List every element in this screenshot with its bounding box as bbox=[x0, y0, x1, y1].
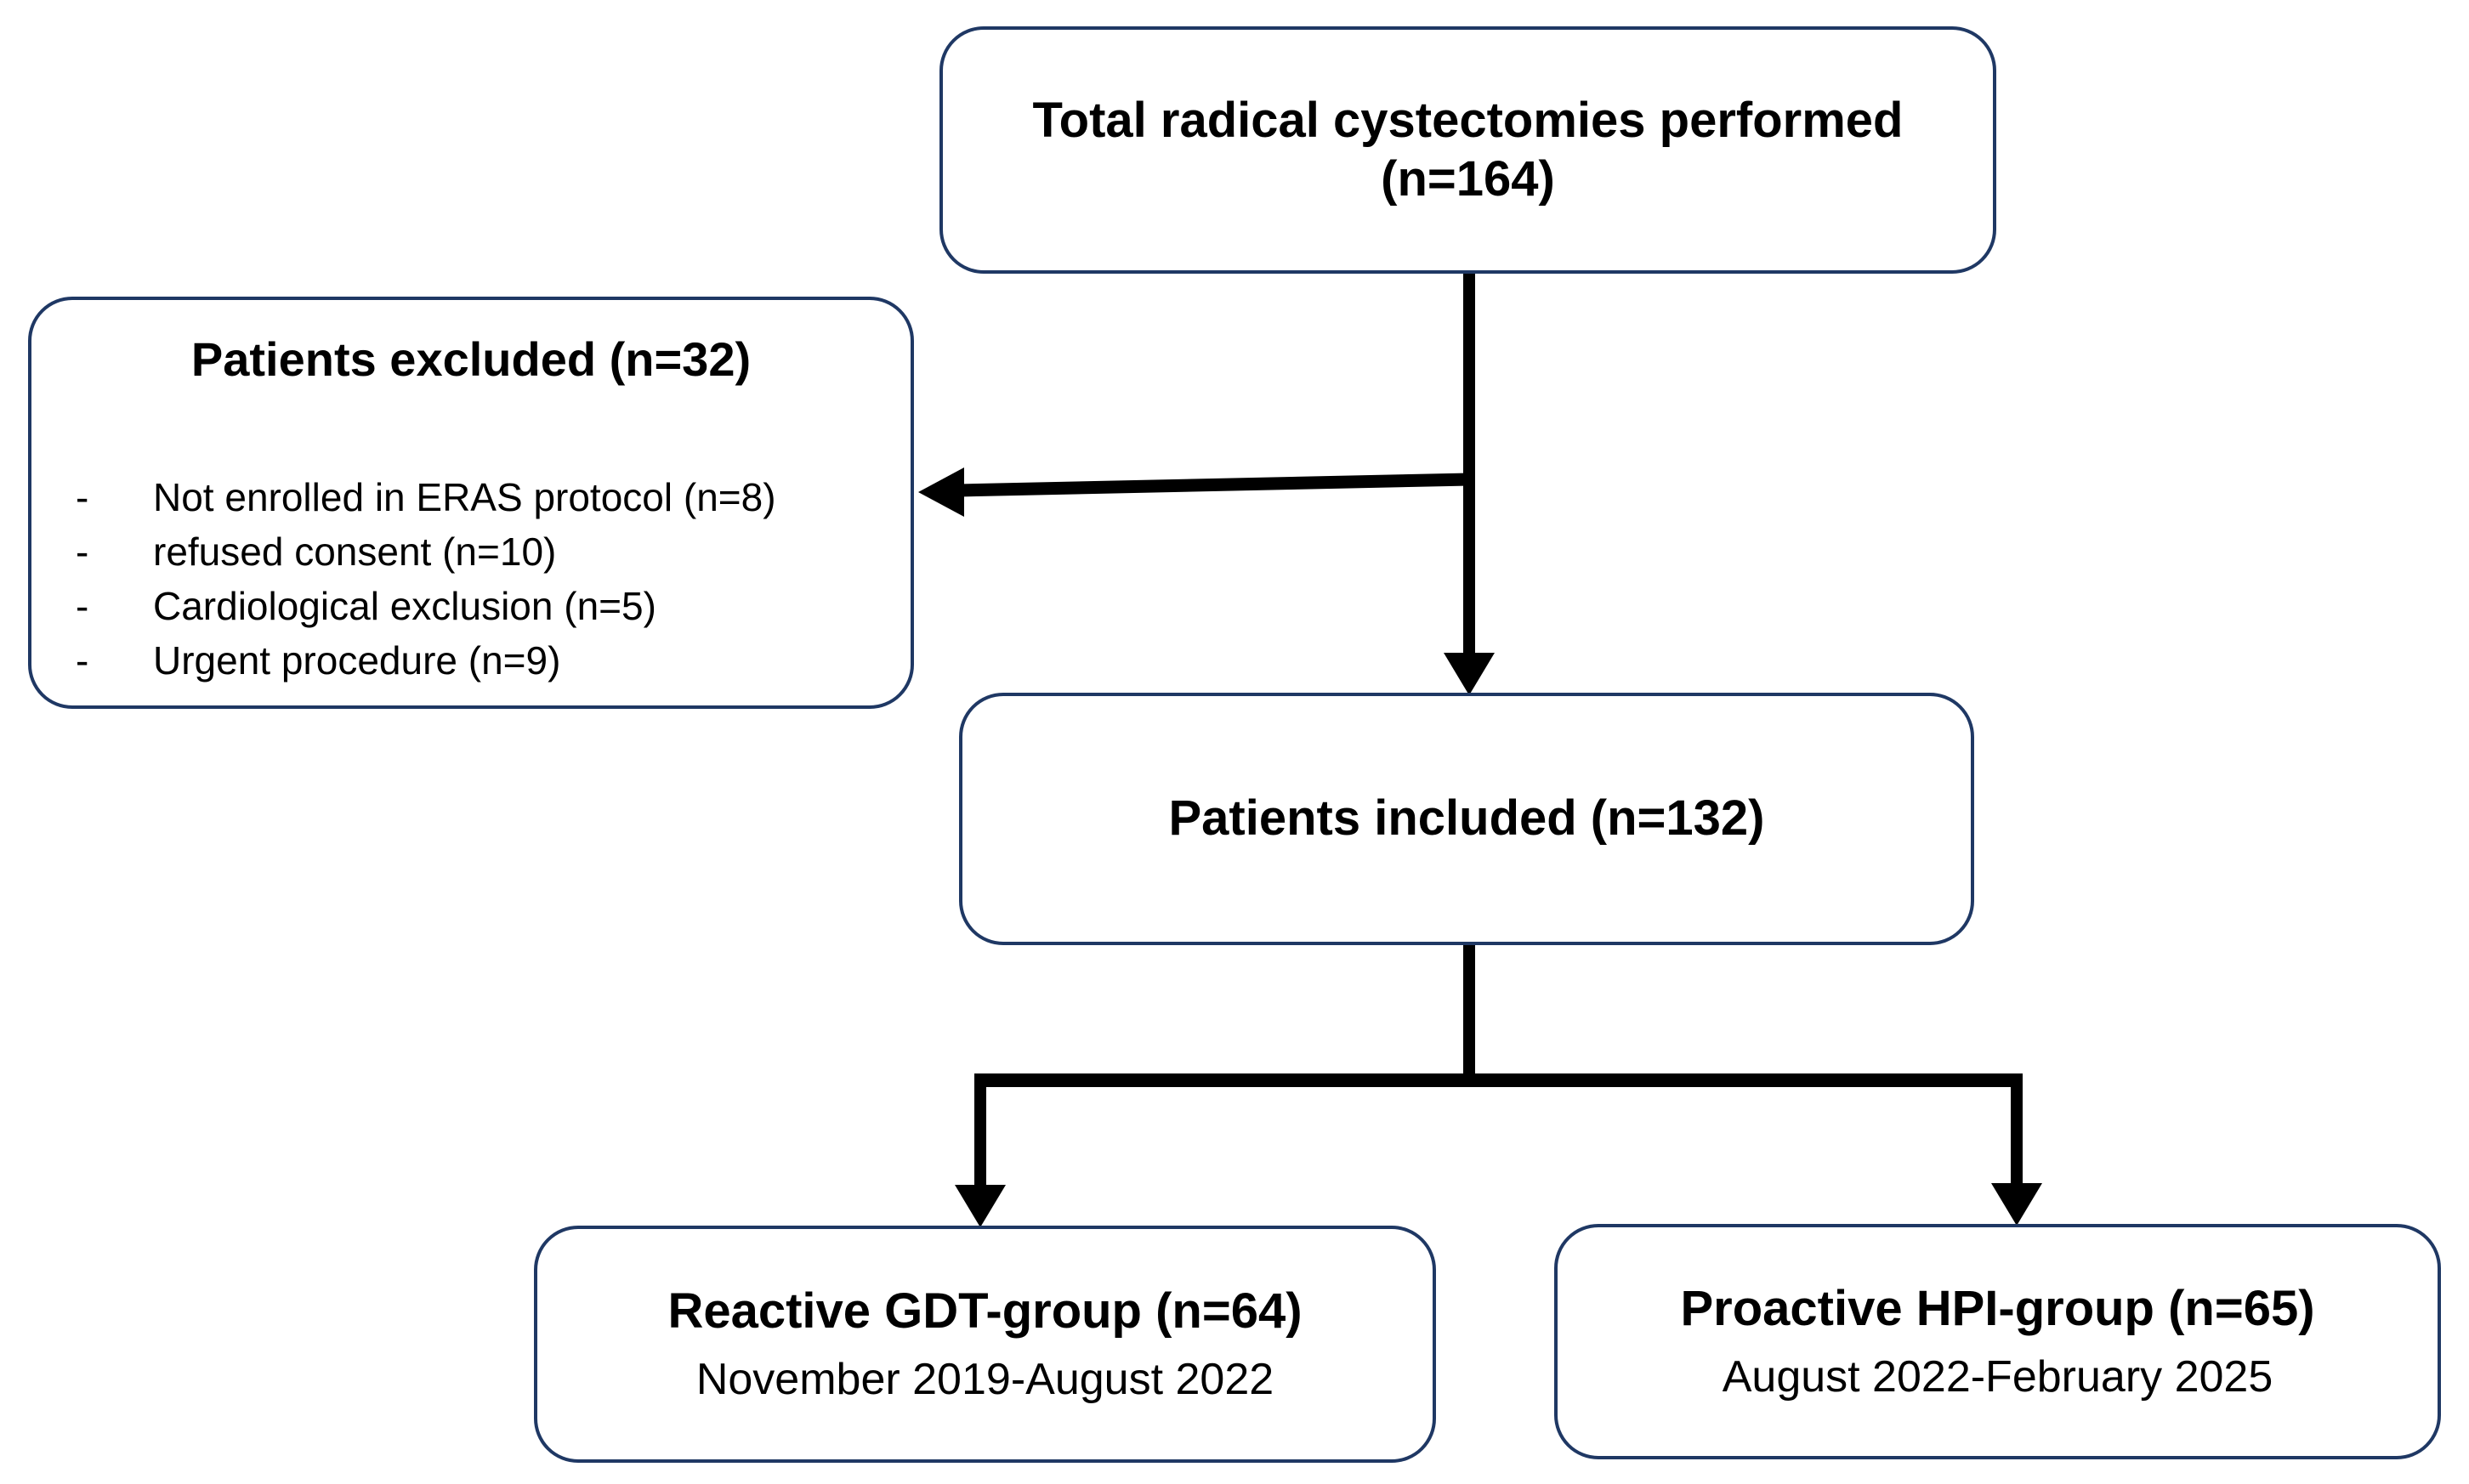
excluded-list-item: - refused consent (n=10) bbox=[31, 524, 911, 579]
box-patients-included: Patients included (n=132) bbox=[959, 693, 1974, 945]
box-patients-excluded: Patients excluded (n=32) - Not enrolled … bbox=[28, 297, 914, 709]
gdt-box-title: Reactive GDT-group (n=64) bbox=[667, 1283, 1303, 1340]
excluded-list-item: - Urgent procedure (n=9) bbox=[31, 633, 911, 688]
excluded-item-text: Urgent procedure (n=9) bbox=[153, 638, 561, 683]
excluded-box-title: Patients excluded (n=32) bbox=[190, 332, 752, 386]
excluded-item-text: refused consent (n=10) bbox=[153, 530, 557, 574]
list-bullet: - bbox=[76, 584, 89, 628]
box-total-cystectomies: Total radical cystectomies performed (n=… bbox=[939, 26, 1996, 274]
arrowhead-into-gdt bbox=[955, 1185, 1006, 1227]
excluded-item-text: Cardiological exclusion (n=5) bbox=[153, 584, 656, 628]
excluded-list-item: - Cardiological exclusion (n=5) bbox=[31, 579, 911, 633]
list-bullet: - bbox=[76, 475, 89, 519]
excluded-list-item: - Not enrolled in ERAS protocol (n=8) bbox=[31, 470, 911, 524]
list-bullet: - bbox=[76, 530, 89, 574]
box-proactive-hpi-group: Proactive HPI-group (n=65) August 2022-F… bbox=[1554, 1224, 2441, 1459]
list-bullet: - bbox=[76, 638, 89, 683]
connector-branch-to-excluded bbox=[958, 473, 1470, 497]
arrowhead-into-excluded bbox=[918, 467, 964, 517]
arrowhead-into-hpi bbox=[1991, 1183, 2042, 1226]
excluded-item-text: Not enrolled in ERAS protocol (n=8) bbox=[153, 475, 776, 519]
hpi-box-daterange: August 2022-February 2025 bbox=[1722, 1351, 2273, 1402]
box-reactive-gdt-group: Reactive GDT-group (n=64) November 2019-… bbox=[534, 1226, 1436, 1463]
arrowhead-into-included bbox=[1444, 653, 1495, 695]
included-box-title: Patients included (n=132) bbox=[1168, 790, 1765, 847]
gdt-box-daterange: November 2019-August 2022 bbox=[695, 1354, 1274, 1404]
total-box-line1: Total radical cystectomies performed bbox=[1032, 93, 1904, 149]
excluded-reasons-list: - Not enrolled in ERAS protocol (n=8) - … bbox=[31, 470, 911, 688]
total-box-line2: (n=164) bbox=[1381, 150, 1555, 207]
hpi-box-title: Proactive HPI-group (n=65) bbox=[1680, 1281, 2315, 1337]
